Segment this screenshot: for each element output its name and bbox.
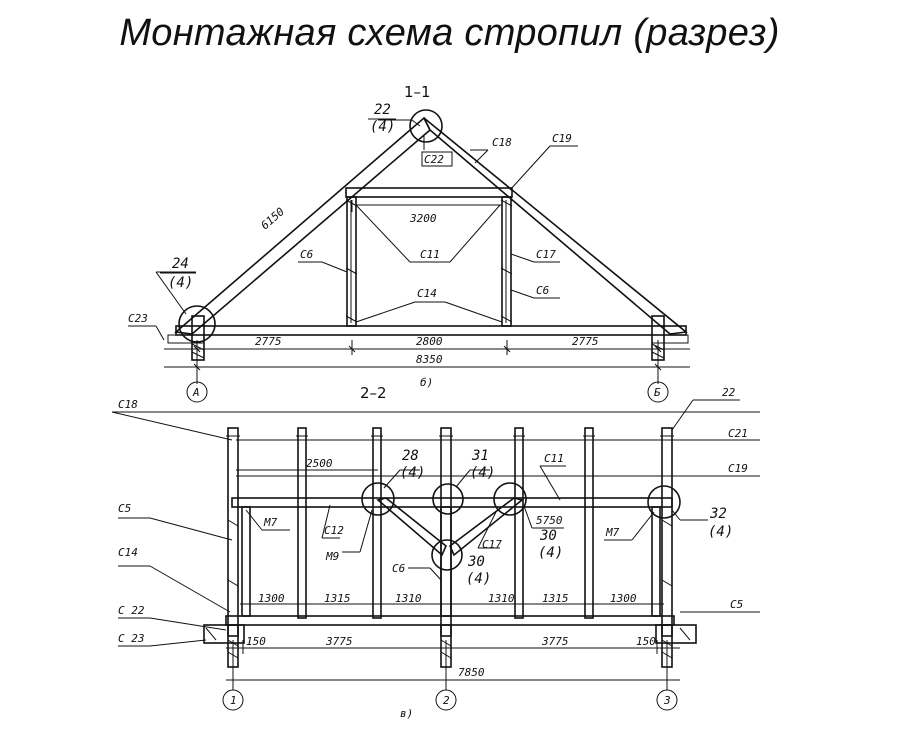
axis-label-1: 1 bbox=[230, 694, 237, 707]
section-1-1: 1–1 22 (4) С18 С19 С22 6150 3200 С11 С6 … bbox=[128, 83, 690, 403]
section-1-sub: б) bbox=[420, 376, 433, 389]
dim-spacing-3: 1310 bbox=[395, 592, 422, 605]
callout-32: 32 bbox=[709, 506, 727, 522]
callout-24-sub: (4) bbox=[168, 275, 193, 291]
rafter-left bbox=[174, 116, 431, 335]
center-post bbox=[440, 506, 452, 617]
axis-bubble-3 bbox=[656, 689, 678, 711]
dim-span-mid: 2800 bbox=[416, 335, 443, 348]
detail-circle-32 bbox=[647, 485, 681, 519]
callout-24: 24 bbox=[172, 256, 189, 272]
callout-31: 31 bbox=[471, 448, 489, 464]
label-m7-left: М7 bbox=[263, 516, 278, 529]
label-c23-long: С 23 bbox=[118, 632, 145, 645]
label-c22: С22 bbox=[424, 153, 444, 166]
collar-tie bbox=[345, 187, 513, 198]
collar-beam bbox=[231, 497, 673, 508]
label-c6-right: С6 bbox=[536, 284, 550, 297]
brace-left bbox=[376, 497, 447, 557]
post-right bbox=[501, 196, 512, 327]
callout-28: 28 bbox=[402, 448, 419, 464]
dim-rafter-length: 6150 bbox=[258, 205, 287, 232]
callout-30b-sub: (4) bbox=[466, 571, 491, 587]
label-c22-long: С 22 bbox=[118, 604, 145, 617]
axis-label-a: А bbox=[192, 386, 200, 399]
detail-circle-28 bbox=[361, 482, 395, 516]
label-c6-left: С6 bbox=[300, 248, 314, 261]
label-c18: С18 bbox=[492, 136, 512, 149]
axis-label-3: 3 bbox=[663, 694, 671, 707]
rafter-right bbox=[423, 117, 688, 335]
callout-30b: 30 bbox=[467, 554, 485, 570]
callout-22-long: 22 bbox=[722, 386, 736, 399]
dim-150-right: 150 bbox=[636, 635, 656, 648]
tie-beam bbox=[175, 325, 687, 336]
page-title: Монтажная схема стропил (разрез) bbox=[119, 12, 780, 54]
dim-spacing-4: 1310 bbox=[488, 592, 515, 605]
callout-22: 22 bbox=[374, 102, 391, 118]
detail-circle-31 bbox=[432, 483, 464, 515]
label-c14-long: С14 bbox=[118, 546, 138, 559]
label-c6-long: С6 bbox=[392, 562, 406, 575]
dim-spacing-2: 1315 bbox=[324, 592, 351, 605]
section-2-sub: в) bbox=[400, 707, 413, 720]
detail-circle-30b bbox=[431, 539, 463, 571]
callout-30a: 30 bbox=[539, 528, 557, 544]
dim-3775-right: 3775 bbox=[541, 635, 569, 648]
dim-3775-left: 3775 bbox=[325, 635, 353, 648]
label-c17: С17 bbox=[536, 248, 556, 261]
axis-label-2: 2 bbox=[443, 694, 450, 707]
dim-spacing-6: 1300 bbox=[610, 592, 637, 605]
brace-right bbox=[449, 497, 524, 557]
axis-bubble-a bbox=[186, 381, 208, 403]
dim-span-total: 8350 bbox=[416, 353, 443, 366]
label-c23: С23 bbox=[128, 312, 148, 325]
label-m9: М9 bbox=[325, 550, 339, 563]
callout-28-sub: (4) bbox=[400, 465, 425, 481]
callout-31-sub: (4) bbox=[470, 465, 495, 481]
label-c19-long: С19 bbox=[728, 462, 748, 475]
dim-spacing-1: 1300 bbox=[258, 592, 285, 605]
label-c12: С12 bbox=[324, 524, 344, 537]
detail-circle-30a bbox=[493, 482, 527, 516]
section-2-2: 2–2 bbox=[111, 384, 760, 720]
axis-label-b: Б bbox=[654, 386, 661, 399]
dim-5750: 5750 bbox=[536, 514, 563, 527]
dim-spacing-5: 1315 bbox=[542, 592, 569, 605]
callout-30a-sub: (4) bbox=[538, 545, 563, 561]
label-c19: С19 bbox=[552, 132, 572, 145]
label-c11-long: С11 bbox=[544, 452, 564, 465]
dim-collar: 3200 bbox=[409, 212, 437, 225]
post-left bbox=[346, 196, 357, 327]
dim-150-left: 150 bbox=[246, 635, 266, 648]
detail-circle-ridge bbox=[409, 109, 443, 143]
label-c5-right: С5 bbox=[730, 598, 743, 611]
dim-2500: 2500 bbox=[306, 457, 333, 470]
label-c17-long: С17 bbox=[482, 538, 502, 551]
dim-span-right: 2775 bbox=[572, 335, 599, 348]
label-c21: С21 bbox=[728, 427, 748, 440]
label-c14: С14 bbox=[417, 287, 437, 300]
dim-span-left: 2775 bbox=[255, 335, 282, 348]
section-2-caption: 2–2 bbox=[360, 384, 387, 402]
label-c18-long: С18 bbox=[118, 398, 138, 411]
label-c11: С11 bbox=[420, 248, 440, 261]
dim-7850: 7850 bbox=[458, 666, 485, 679]
axis-bubble-1 bbox=[222, 689, 244, 711]
axis-bubble-2 bbox=[435, 689, 457, 711]
bottom-beam bbox=[225, 615, 675, 626]
label-c5-left: С5 bbox=[118, 502, 131, 515]
label-m7-right: М7 bbox=[605, 526, 620, 539]
callout-32-sub: (4) bbox=[708, 524, 733, 540]
section-1-caption: 1–1 bbox=[404, 83, 431, 101]
callout-22-sub: (4) bbox=[370, 119, 395, 135]
axis-bubble-b bbox=[647, 381, 669, 403]
